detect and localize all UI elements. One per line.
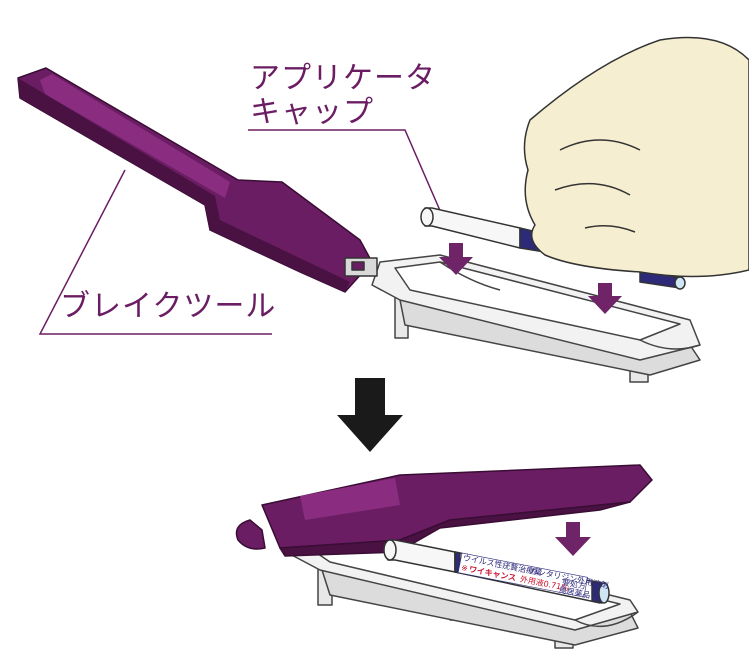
break-tool-label: ブレイクツール <box>60 289 277 324</box>
applicator-cap-label-line1: アプリケータ <box>250 61 436 96</box>
down-arrow-purple-1 <box>439 243 473 275</box>
hand-illustration <box>523 36 749 278</box>
tray-top <box>371 254 701 383</box>
applicator-cap-label-line2: キャップ <box>250 95 374 130</box>
down-arrow-purple-2 <box>588 283 622 314</box>
callout-line-cap <box>248 129 446 223</box>
break-tool-top <box>17 67 378 293</box>
break-tool-bottom <box>235 464 653 557</box>
tray-bottom <box>285 529 639 649</box>
label-brand-prefix: ※ <box>460 563 468 573</box>
callout-line-tool <box>38 169 272 335</box>
applicator-cap-label: アプリケータ キャップ <box>250 62 436 130</box>
down-arrow-purple-3 <box>555 522 591 556</box>
label-rx: 要処方 <box>561 577 586 591</box>
down-arrow-black <box>337 378 403 452</box>
